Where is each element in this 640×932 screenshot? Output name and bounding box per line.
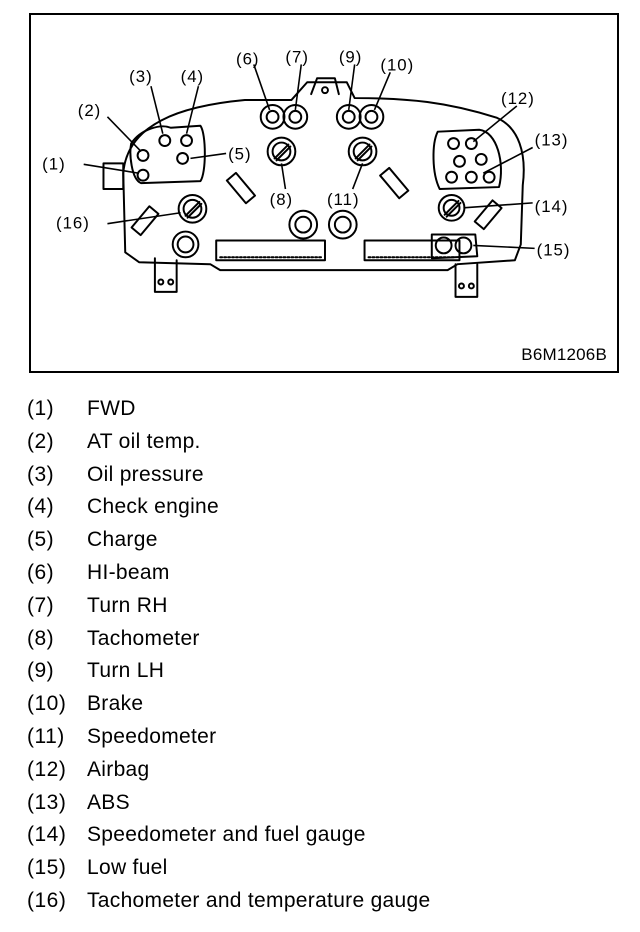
callout-7: (7) [285, 47, 309, 66]
callout-13: (13) [535, 131, 569, 150]
left-mount-tab [153, 257, 178, 293]
legend-label: FWD [87, 397, 136, 420]
legend-label: Tachometer and temperature gauge [87, 888, 431, 912]
callout-10: (10) [380, 55, 414, 74]
legend-item: (8) Tachometer [0, 623, 640, 656]
callout-6: (6) [236, 49, 260, 68]
right-mount-tab [454, 263, 479, 298]
legend-number: (14) [27, 823, 67, 847]
legend-item: (3) Oil pressure [0, 459, 640, 492]
legend-item: (12) Airbag [0, 754, 640, 787]
legend-item: (2) AT oil temp. [0, 426, 640, 459]
legend-number: (5) [27, 528, 55, 552]
legend-item: (15) Low fuel [0, 852, 640, 885]
legend-label: ABS [87, 790, 130, 814]
callout-4: (4) [181, 67, 204, 86]
legend-label: AT oil temp. [87, 429, 201, 453]
top-mount-tab [310, 77, 340, 96]
legend-label: Brake [87, 692, 144, 716]
legend-label: Charge [87, 528, 158, 552]
legend-item: (16) Tachometer and temperature gauge [0, 885, 640, 918]
legend-number: (7) [27, 593, 55, 617]
legend-number: (4) [27, 495, 55, 519]
legend-number: (1) [27, 397, 55, 420]
callout-14: (14) [535, 197, 569, 216]
legend-label: Check engine [87, 495, 220, 519]
legend-label: Turn LH [87, 659, 165, 683]
legend-number: (3) [27, 462, 55, 486]
diagram-code: B6M1206B [521, 345, 607, 364]
callout-labels: (1) (2) (3) (4) (5) (6) (7) (8) (9) (10)… [42, 47, 571, 259]
instrument-cluster-diagram: (1) (2) (3) (4) (5) (6) (7) (8) (9) (10)… [42, 47, 571, 298]
legend-item: (4) Check engine [0, 491, 640, 524]
callout-9: (9) [339, 47, 362, 66]
legend-item: (10) Brake [0, 688, 640, 721]
diagram-frame: (1) (2) (3) (4) (5) (6) (7) (8) (9) (10)… [29, 13, 619, 373]
legend-item: (11) Speedometer [0, 721, 640, 754]
legend-list: (1) FWD (2) AT oil temp. (3) Oil pressure (… [0, 393, 640, 918]
callout-5: (5) [228, 144, 252, 163]
legend-number: (11) [27, 724, 65, 748]
left-warning-lamp-cluster [129, 124, 206, 185]
legend-number: (10) [27, 692, 67, 716]
legend-number: (15) [27, 856, 67, 880]
callout-15: (15) [537, 240, 571, 259]
legend-label: Tachometer [87, 626, 200, 650]
legend-number: (2) [27, 429, 55, 453]
right-warning-lamp-cluster [432, 128, 502, 191]
callout-11: (11) [327, 190, 360, 209]
legend-item: (9) Turn LH [0, 655, 640, 688]
legend-item: (6) HI-beam [0, 557, 640, 590]
socket-16 [177, 193, 208, 224]
legend-label: Oil pressure [87, 462, 204, 486]
legend-item: (14) Speedometer and fuel gauge [0, 819, 640, 852]
callout-3: (3) [129, 67, 153, 86]
legend-number: (12) [27, 757, 67, 781]
legend-number: (9) [27, 659, 55, 683]
socket-10 [358, 104, 385, 130]
legend-label: HI-beam [87, 560, 170, 584]
socket-6 [259, 104, 286, 130]
socket-15 [430, 233, 479, 260]
legend-number: (6) [27, 560, 55, 584]
cluster-housing [122, 81, 525, 272]
callout-8: (8) [270, 190, 294, 209]
legend-item: (13) ABS [0, 787, 640, 820]
legend-number: (13) [27, 790, 67, 814]
legend-number: (16) [27, 888, 67, 912]
callout-16: (16) [56, 214, 90, 233]
legend-label: Airbag [87, 757, 150, 781]
legend-label: Speedometer and fuel gauge [87, 823, 366, 847]
legend-label: Turn RH [87, 593, 168, 617]
legend-item: (1) FWD [0, 393, 640, 426]
legend-label: Low fuel [87, 856, 168, 880]
legend-item: (7) Turn RH [0, 590, 640, 623]
legend-number: (8) [27, 626, 55, 650]
legend-item: (5) Charge [0, 524, 640, 557]
callout-12: (12) [501, 89, 535, 108]
legend-label: Speedometer [87, 724, 217, 748]
bottom-connector-left [215, 239, 326, 262]
callout-1: (1) [42, 154, 66, 173]
callout-2: (2) [78, 101, 102, 120]
bottom-connector-right [363, 239, 461, 262]
